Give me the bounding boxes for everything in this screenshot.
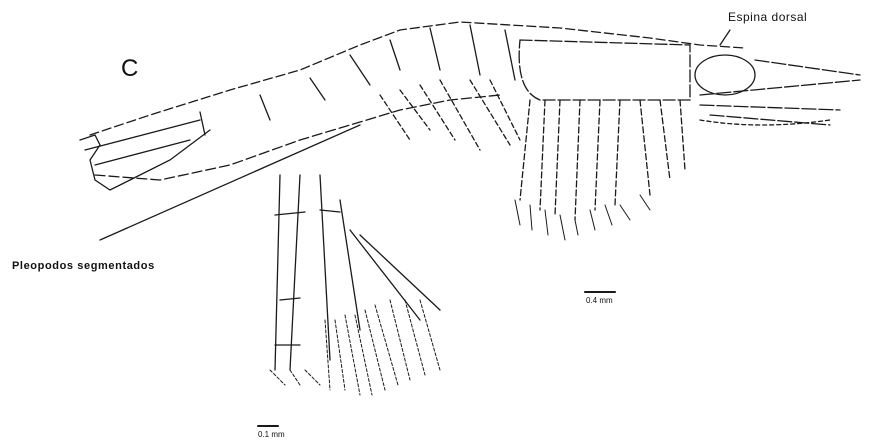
scale-label-2: 0.1 mm [258, 430, 285, 439]
telson-fan [80, 120, 210, 190]
eye-outline [695, 55, 755, 95]
antennae-lines [700, 60, 860, 125]
pereiopod-lines [520, 100, 685, 220]
pleopods-label: Pleopodos segmentados [12, 260, 155, 272]
rostrum-dashes [700, 120, 830, 125]
abdominal-segment-lines [200, 25, 515, 135]
pleopod-detail-setae [270, 300, 440, 395]
pleopod-detail-outline [275, 175, 440, 370]
pereiopod-setae [515, 195, 650, 240]
dorsal-spine-pointer [720, 30, 730, 45]
panel-letter: C [121, 55, 138, 83]
pleopod-detail-segments [275, 210, 340, 345]
scale-label-1: 0.4 mm [586, 296, 613, 305]
abdominal-pleopods [380, 80, 520, 150]
dorsal-outline [90, 22, 745, 135]
dorsal-spine-label: Espina dorsal [728, 10, 807, 24]
carapace-outline [519, 40, 690, 100]
